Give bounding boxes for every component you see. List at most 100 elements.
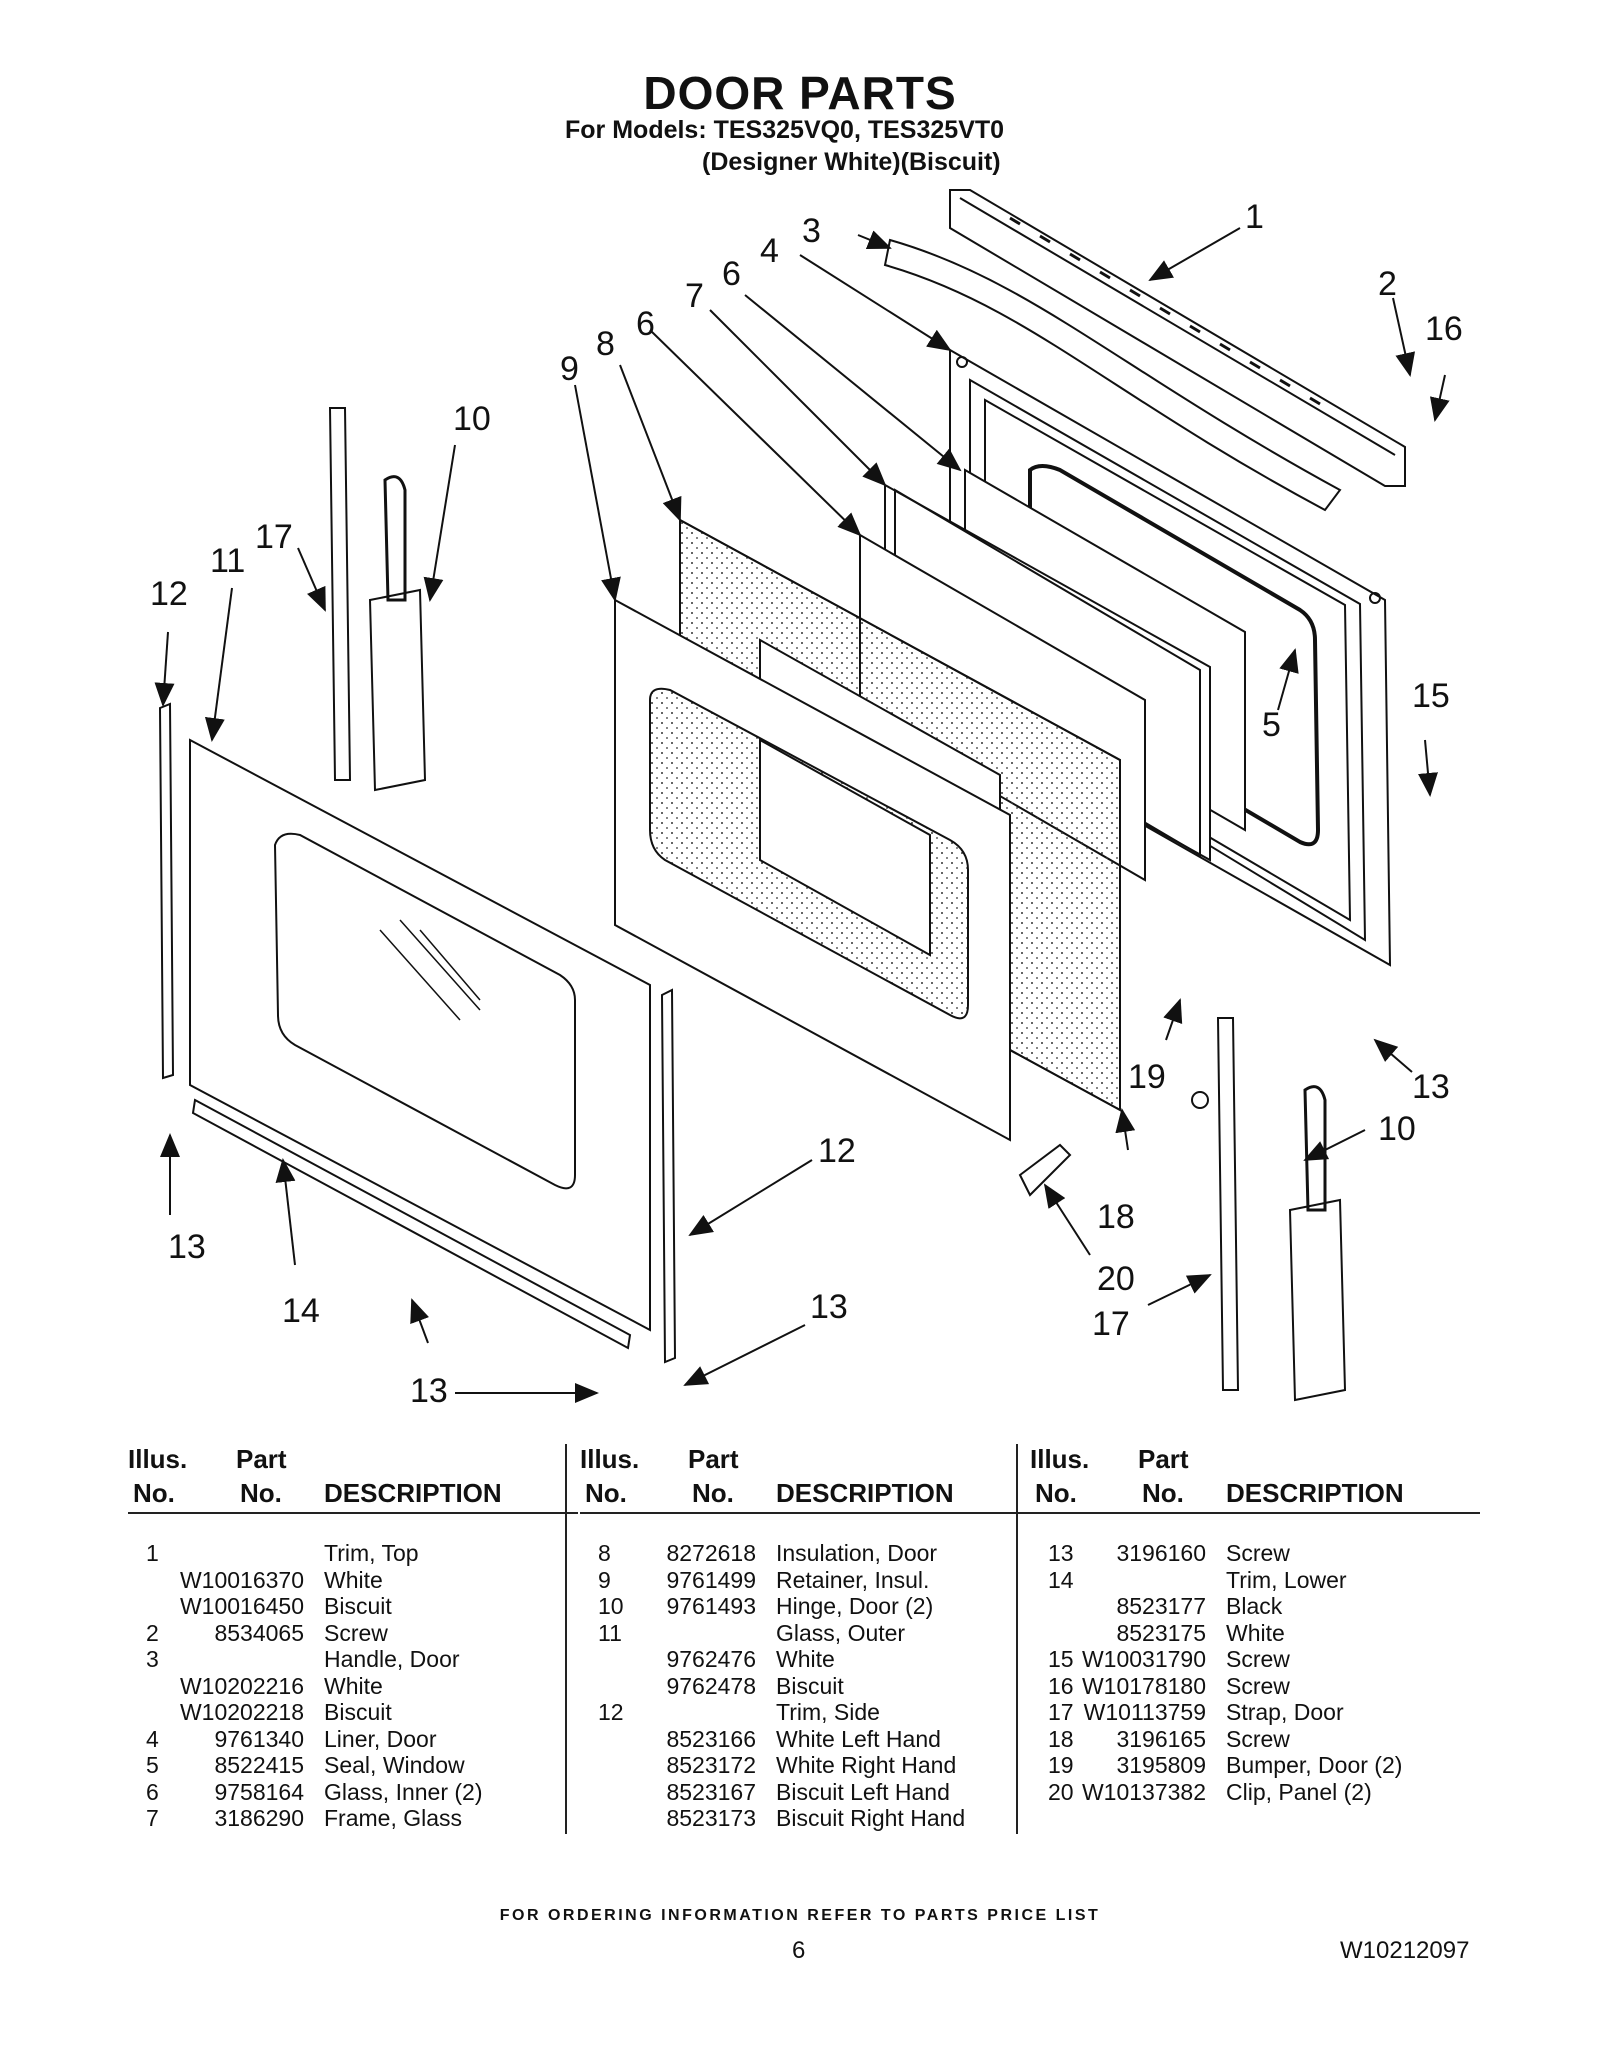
retainer-part <box>614 598 1011 1142</box>
part-description: Biscuit <box>324 1593 392 1619</box>
part-number: W10016450 <box>179 1593 304 1619</box>
part-description: Biscuit <box>324 1699 392 1725</box>
strap-right <box>1216 1017 1240 1391</box>
part-description: Glass, Outer <box>776 1619 906 1646</box>
page-title: DOOR PARTS <box>643 67 957 119</box>
clip-part <box>1018 1143 1072 1197</box>
part-number: 8523167 <box>666 1778 756 1805</box>
part-number: W10113759 <box>1083 1699 1206 1725</box>
part-description: Screw <box>1226 1540 1290 1566</box>
part-description: White <box>776 1646 835 1672</box>
part-description: Frame, Glass <box>324 1805 463 1831</box>
part-number: 8523172 <box>666 1752 756 1778</box>
callout-6a: 6 <box>722 255 741 293</box>
part-number: 3196165 <box>1116 1725 1206 1752</box>
callout-13a: 13 <box>168 1228 206 1266</box>
callout-17b: 17 <box>1092 1305 1130 1343</box>
part-description: Trim, Side <box>776 1699 880 1725</box>
page-number: 6 <box>792 1937 806 1964</box>
part-description: Screw <box>1226 1725 1290 1752</box>
part-number: 8523166 <box>666 1725 756 1752</box>
illus-number: 15 <box>1048 1646 1074 1672</box>
ordering-footer: FOR ORDERING INFORMATION REFER TO PARTS … <box>499 1907 1101 1924</box>
side-trim-right <box>660 988 677 1364</box>
illus-number: 20 <box>1048 1778 1074 1805</box>
part-number: 9761340 <box>214 1725 304 1752</box>
callout-1: 1 <box>1245 198 1264 236</box>
table-row: W10016450 Biscuit <box>128 1593 578 1620</box>
illus-number: 7 <box>146 1805 159 1831</box>
part-description: Screw <box>1226 1672 1290 1699</box>
part-description: White Right Hand <box>776 1752 957 1778</box>
callout-17a: 17 <box>255 518 293 556</box>
colors-subtitle: (Designer White)(Biscuit) <box>702 148 1001 176</box>
column-divider <box>1016 1444 1018 1834</box>
part-description: Screw <box>1226 1646 1290 1672</box>
callout-5: 5 <box>1262 706 1281 744</box>
part-description: Trim, Lower <box>1226 1566 1347 1593</box>
part-number: 8522415 <box>214 1752 304 1778</box>
illus-number: 4 <box>146 1725 159 1752</box>
table-row: 5 8522415 Seal, Window <box>128 1752 578 1779</box>
document-number: W10212097 <box>1340 1937 1470 1964</box>
part-number: 9762478 <box>666 1672 756 1699</box>
part-number: 9761499 <box>666 1566 756 1593</box>
column-divider <box>565 1444 567 1834</box>
callout-6b: 6 <box>636 305 655 343</box>
callout-12a: 12 <box>150 575 188 613</box>
part-number: 8523173 <box>666 1805 756 1831</box>
illus-number: 17 <box>1048 1699 1074 1725</box>
part-number: 9761493 <box>666 1593 756 1619</box>
part-number: 9758164 <box>214 1778 304 1805</box>
handle-part <box>883 238 1342 512</box>
table-header: Illus. No. Part No. DESCRIPTION <box>128 1444 578 1514</box>
callout-18: 18 <box>1097 1198 1135 1236</box>
table-header: Illus. No. Part No. DESCRIPTION <box>1030 1444 1480 1514</box>
callout-13c: 13 <box>410 1372 448 1410</box>
part-number: W10031790 <box>1081 1646 1206 1672</box>
part-description: White Left Hand <box>776 1725 941 1752</box>
part-description: White <box>324 1566 383 1593</box>
part-number: 9762476 <box>666 1646 756 1672</box>
callout-19: 19 <box>1128 1058 1166 1096</box>
part-description: White <box>1226 1619 1285 1646</box>
part-description: Bumper, Door (2) <box>1226 1752 1403 1778</box>
part-description: Glass, Inner (2) <box>324 1778 483 1805</box>
callout-8: 8 <box>596 325 615 363</box>
side-trim-left <box>158 702 175 1080</box>
callout-3: 3 <box>802 212 821 250</box>
outer-glass-part <box>189 738 651 1332</box>
strap-left <box>328 407 352 781</box>
callout-2: 2 <box>1378 265 1397 303</box>
illus-number: 1 <box>146 1540 159 1566</box>
illus-number: 13 <box>1048 1540 1074 1566</box>
table-header: Illus. No. Part No. DESCRIPTION <box>580 1444 1030 1514</box>
illus-number: 16 <box>1048 1672 1074 1699</box>
part-number: W10202216 <box>179 1672 304 1699</box>
part-number: 8534065 <box>214 1619 304 1646</box>
callout-11: 11 <box>210 542 245 580</box>
illus-number: 5 <box>146 1752 159 1778</box>
part-description: Screw <box>324 1619 388 1646</box>
callout-20: 20 <box>1097 1260 1135 1298</box>
callout-16: 16 <box>1425 310 1463 348</box>
part-description: Seal, Window <box>324 1752 465 1778</box>
lower-trim-part <box>191 1098 632 1350</box>
part-description: Insulation, Door <box>776 1540 938 1566</box>
